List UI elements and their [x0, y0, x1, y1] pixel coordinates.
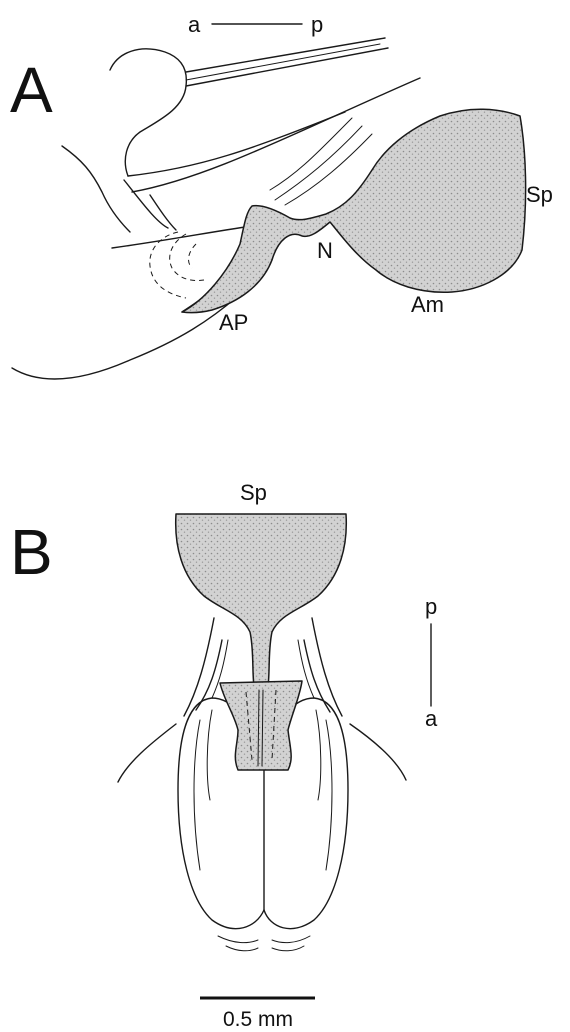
scale-bar-label: 0.5 mm — [223, 1008, 293, 1031]
panel-b: B Sp p a — [10, 480, 438, 951]
panel-b-orientation: p a — [425, 594, 438, 731]
panel-b-letter: B — [10, 516, 53, 588]
panel-a-letter: A — [10, 54, 53, 126]
label-sp-a: Sp — [526, 182, 553, 207]
panel-a-orientation: a p — [188, 12, 323, 37]
orientation-anterior-label: a — [188, 12, 201, 37]
orientation-posterior-label-b: p — [425, 594, 437, 619]
label-n: N — [317, 238, 333, 263]
label-sp-b: Sp — [240, 480, 267, 505]
shaded-structure-a — [182, 109, 526, 312]
orientation-posterior-label: p — [311, 12, 323, 37]
shaded-trapezoid-b — [220, 681, 302, 770]
label-ap: AP — [219, 310, 248, 335]
label-am: Am — [411, 292, 444, 317]
orientation-anterior-label-b: a — [425, 706, 438, 731]
panel-a: A a p S — [10, 12, 553, 379]
scale-bar: 0.5 mm — [200, 998, 315, 1031]
